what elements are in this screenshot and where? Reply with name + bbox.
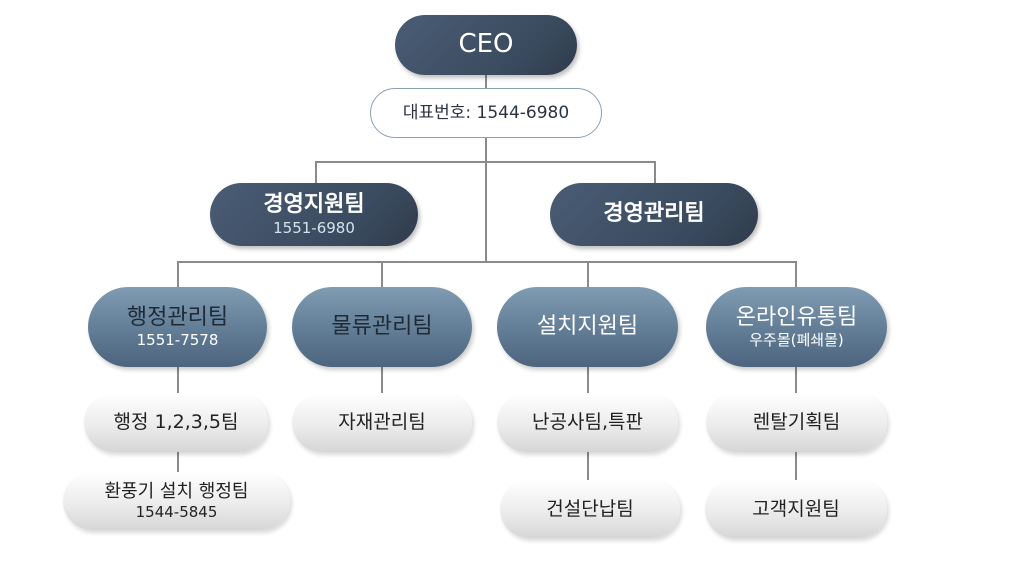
connector [315,161,317,183]
node-title: 환풍기 설치 행정팀 [104,481,249,503]
node-title: 설치지원팀 [536,313,639,339]
connector [177,261,797,263]
node-phone: 1544-5845 [135,502,218,521]
connector [795,261,797,287]
management-admin-node: 경영관리팀 [550,183,758,246]
node-title: 온라인유통팀 [735,304,858,330]
main-number-label: 대표번호: 1544-6980 [402,102,570,123]
admin-management-node: 행정관리팀 1551-7578 [88,287,267,367]
connector [795,367,797,393]
admin-teams-node: 행정 1,2,3,5팀 [84,393,268,452]
ventilator-admin-node: 환풍기 설치 행정팀 1544-5845 [63,472,290,530]
node-sub: 우주몰(폐쇄몰) [749,331,844,350]
connector [485,75,487,262]
node-title: 난공사팀,특판 [532,411,643,434]
connector [381,261,383,287]
connector [654,161,656,183]
ceo-node: CEO [395,15,577,75]
connector [587,452,589,480]
connector [587,261,589,287]
connector [587,367,589,393]
node-title: 행정 1,2,3,5팀 [113,411,239,434]
ceo-title: CEO [458,29,514,60]
connector [177,452,179,474]
connector [795,452,797,480]
logistics-management-node: 물류관리팀 [292,287,472,367]
installation-support-node: 설치지원팀 [497,287,678,367]
management-support-node: 경영지원팀 1551-6980 [210,183,418,246]
connector [177,261,179,287]
materials-management-node: 자재관리팀 [292,393,472,452]
connector [177,367,179,393]
online-distribution-node: 온라인유통팀 우주몰(폐쇄몰) [706,287,887,367]
customer-support-node: 고객지원팀 [705,480,887,538]
node-title: 경영지원팀 [263,192,365,218]
difficult-construction-node: 난공사팀,특판 [497,393,678,452]
main-number-node: 대표번호: 1544-6980 [370,88,602,138]
node-title: 건설단납팀 [546,497,634,520]
node-title: 렌탈기획팀 [752,411,841,434]
node-title: 자재관리팀 [338,411,426,434]
node-title: 행정관리팀 [126,304,229,330]
connector [381,367,383,393]
node-phone: 1551-7578 [136,331,219,350]
node-phone: 1551-6980 [273,218,355,237]
node-title: 고객지원팀 [752,497,840,520]
connector [315,161,656,163]
construction-supply-node: 건설단납팀 [500,480,680,538]
node-title: 물류관리팀 [331,313,433,339]
rental-planning-node: 렌탈기획팀 [706,393,887,452]
node-title: 경영관리팀 [603,201,705,227]
